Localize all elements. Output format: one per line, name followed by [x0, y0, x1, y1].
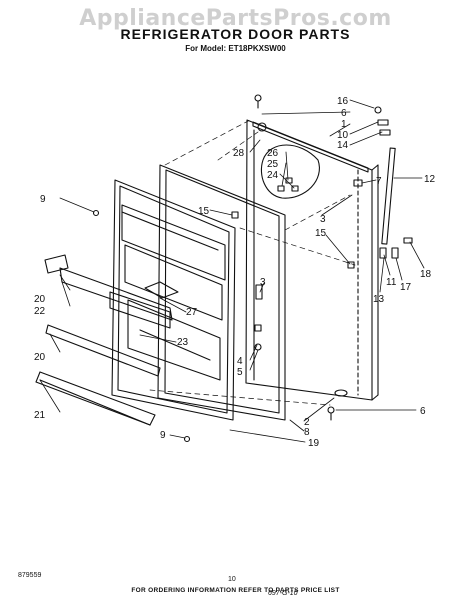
callout-label: 22 — [34, 306, 46, 317]
callout-label: 2 — [304, 417, 310, 428]
callout-label: 27 — [186, 307, 198, 318]
revision-code: 697-G-10 — [268, 590, 298, 597]
ordering-note: FOR ORDERING INFORMATION REFER TO PARTS … — [131, 587, 340, 594]
callout-label: 28 — [233, 148, 245, 159]
alignment-lines — [149, 119, 356, 406]
callout-label: 8 — [304, 427, 310, 438]
callout-label: 11 — [386, 277, 397, 288]
callout-label: 23 — [177, 337, 189, 348]
watermark: AppliancePartsPros.com — [79, 6, 392, 31]
callout-labels: 16 6 1 10 14 28 26 25 24 7 12 9 15 3 15 … — [34, 96, 436, 449]
callout-label: 25 — [267, 159, 279, 170]
callout-label: 7 — [376, 176, 382, 187]
door-shelves — [35, 254, 173, 426]
callout-label: 16 — [337, 96, 349, 107]
callout-label: 6 — [420, 406, 426, 417]
callout-label: 17 — [400, 282, 412, 293]
callout-label: 15 — [198, 206, 210, 217]
callout-label: 14 — [337, 140, 349, 151]
callout-label: 1 — [341, 119, 347, 130]
diagram-title: REFRIGERATOR DOOR PARTS — [120, 26, 351, 42]
callout-label: 5 — [237, 367, 243, 378]
outer-door-panel — [245, 119, 379, 401]
callout-label: 3 — [260, 277, 266, 288]
door-gasket — [157, 164, 286, 421]
model-subtitle: For Model: ET18PKXSW00 — [185, 44, 286, 53]
callout-label: 12 — [424, 174, 436, 185]
callout-label: 18 — [420, 269, 432, 280]
hinge-bar — [381, 147, 396, 245]
callout-label: 19 — [308, 438, 320, 449]
small-parts — [92, 94, 413, 443]
callout-label: 4 — [237, 356, 243, 367]
page-number: 10 — [228, 576, 236, 583]
callout-label: 10 — [337, 130, 349, 141]
inner-door-liner — [111, 179, 236, 421]
callout-label: 20 — [34, 294, 46, 305]
callout-label: 9 — [40, 194, 46, 205]
callout-label: 6 — [341, 108, 347, 119]
diagram-id: 879559 — [18, 572, 42, 579]
callout-label: 13 — [373, 294, 385, 305]
callout-label: 3 — [320, 214, 326, 225]
callout-label: 15 — [315, 228, 327, 239]
callout-label: 24 — [267, 170, 279, 181]
callout-label: 21 — [34, 410, 46, 421]
callout-label: 9 — [160, 430, 166, 441]
callout-label: 20 — [34, 352, 46, 363]
callout-label: 26 — [267, 148, 279, 159]
leader-lines — [39, 99, 425, 443]
